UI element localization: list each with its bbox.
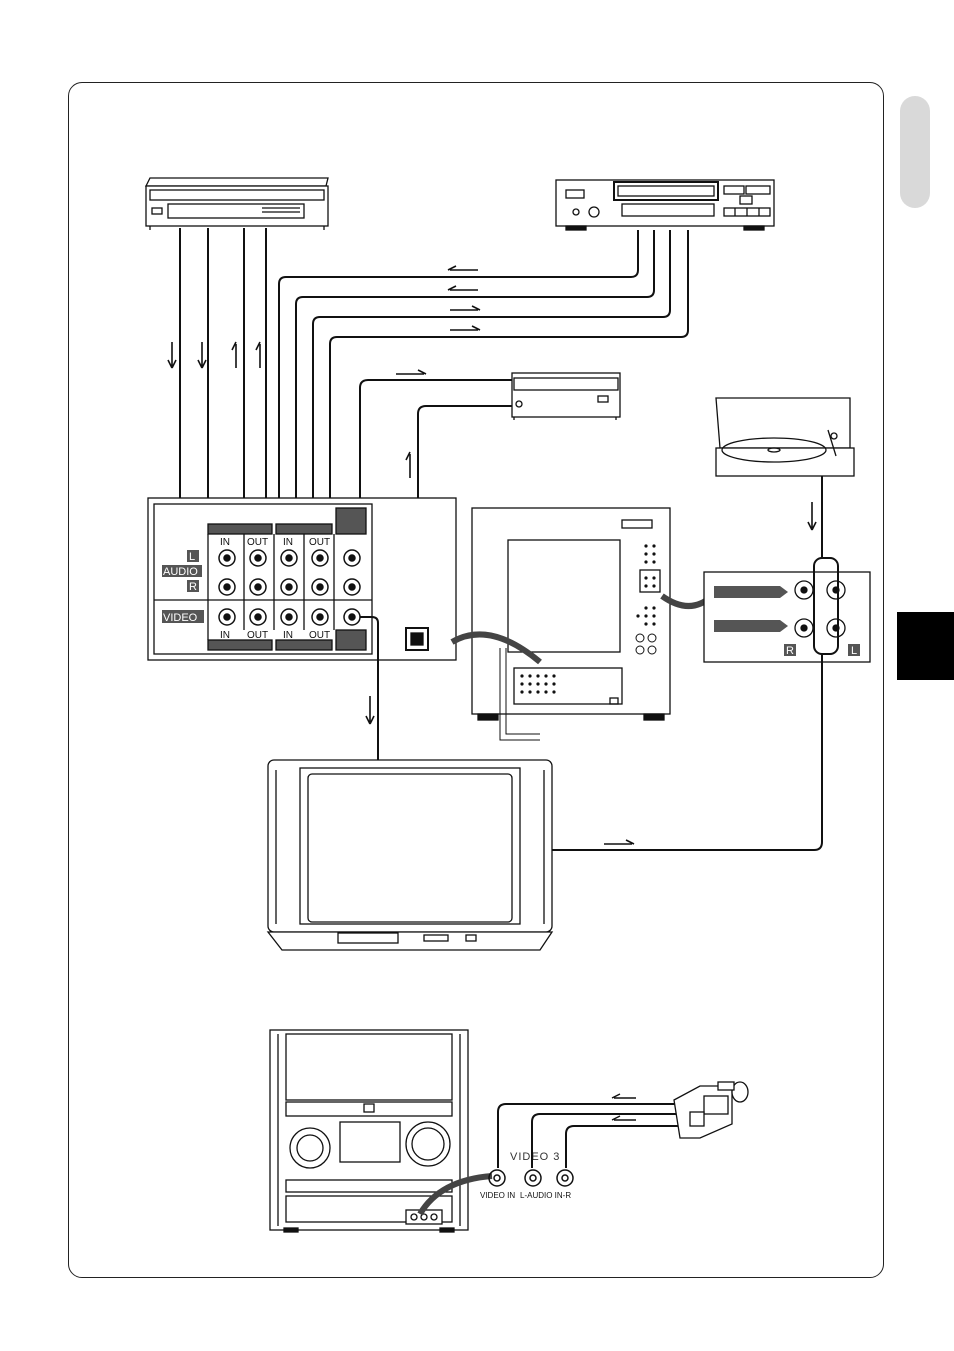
vcr-1-icon bbox=[144, 177, 329, 230]
camcorder-arrow-1 bbox=[611, 1093, 636, 1099]
phono-right-label: R bbox=[786, 645, 794, 657]
zoom-callout-3 bbox=[417, 1173, 493, 1216]
tv-audio-cable bbox=[552, 654, 823, 851]
right-channel-label: R bbox=[189, 581, 197, 593]
vcr2-arrows bbox=[447, 265, 481, 331]
zoom-callout-1 bbox=[450, 631, 542, 665]
camcorder-icon bbox=[673, 1081, 749, 1139]
stereo-system-icon bbox=[269, 1029, 469, 1233]
in-label-bottom-2: IN bbox=[283, 630, 293, 641]
phono-left-label: L bbox=[851, 645, 857, 657]
out-label-2: OUT bbox=[309, 537, 330, 548]
vcr1-arrows bbox=[167, 341, 261, 369]
turntable-arrow bbox=[807, 502, 817, 531]
audio-label: AUDIO bbox=[163, 566, 198, 578]
camcorder-arrow-2 bbox=[611, 1115, 636, 1121]
tv-video-arrow bbox=[365, 696, 375, 725]
cd-arrow-1 bbox=[396, 369, 427, 375]
left-channel-label: L bbox=[189, 551, 195, 563]
video-in-label: VIDEO IN bbox=[480, 1191, 515, 1200]
phono-panel bbox=[703, 557, 871, 663]
cd-arrow-2 bbox=[405, 451, 411, 478]
turntable-icon bbox=[715, 397, 855, 477]
camcorder-cables bbox=[497, 1103, 680, 1168]
main-unit-dots bbox=[520, 544, 656, 694]
main-unit-knobs bbox=[635, 633, 657, 655]
section-marker-block bbox=[897, 612, 954, 680]
tv-video-cable bbox=[360, 616, 379, 760]
out-label-bottom-2: OUT bbox=[309, 630, 330, 641]
in-label-bottom-1: IN bbox=[220, 630, 230, 641]
out-label-1: OUT bbox=[247, 537, 268, 548]
main-unit-icon bbox=[471, 507, 671, 741]
panel-label-boxes bbox=[162, 550, 204, 623]
cd-cables bbox=[359, 379, 512, 638]
audio-in-label: L-AUDIO IN-R bbox=[520, 1191, 571, 1200]
rear-jack-panel bbox=[147, 497, 457, 661]
in-label-1: IN bbox=[220, 537, 230, 548]
in-label-2: IN bbox=[283, 537, 293, 548]
front-jacks bbox=[488, 1169, 574, 1187]
video-label: VIDEO bbox=[163, 612, 198, 624]
vcr-2-icon bbox=[555, 179, 775, 231]
vcr2-cables bbox=[278, 230, 689, 615]
rear-jacks bbox=[218, 549, 361, 626]
tv-audio-arrow bbox=[604, 839, 635, 845]
tv-icon bbox=[266, 759, 554, 951]
cd-player-icon bbox=[511, 372, 621, 420]
video3-label: VIDEO 3 bbox=[510, 1151, 560, 1163]
section-tab bbox=[900, 96, 930, 208]
out-label-bottom-1: OUT bbox=[247, 630, 268, 641]
diagram-frame bbox=[68, 82, 884, 1278]
